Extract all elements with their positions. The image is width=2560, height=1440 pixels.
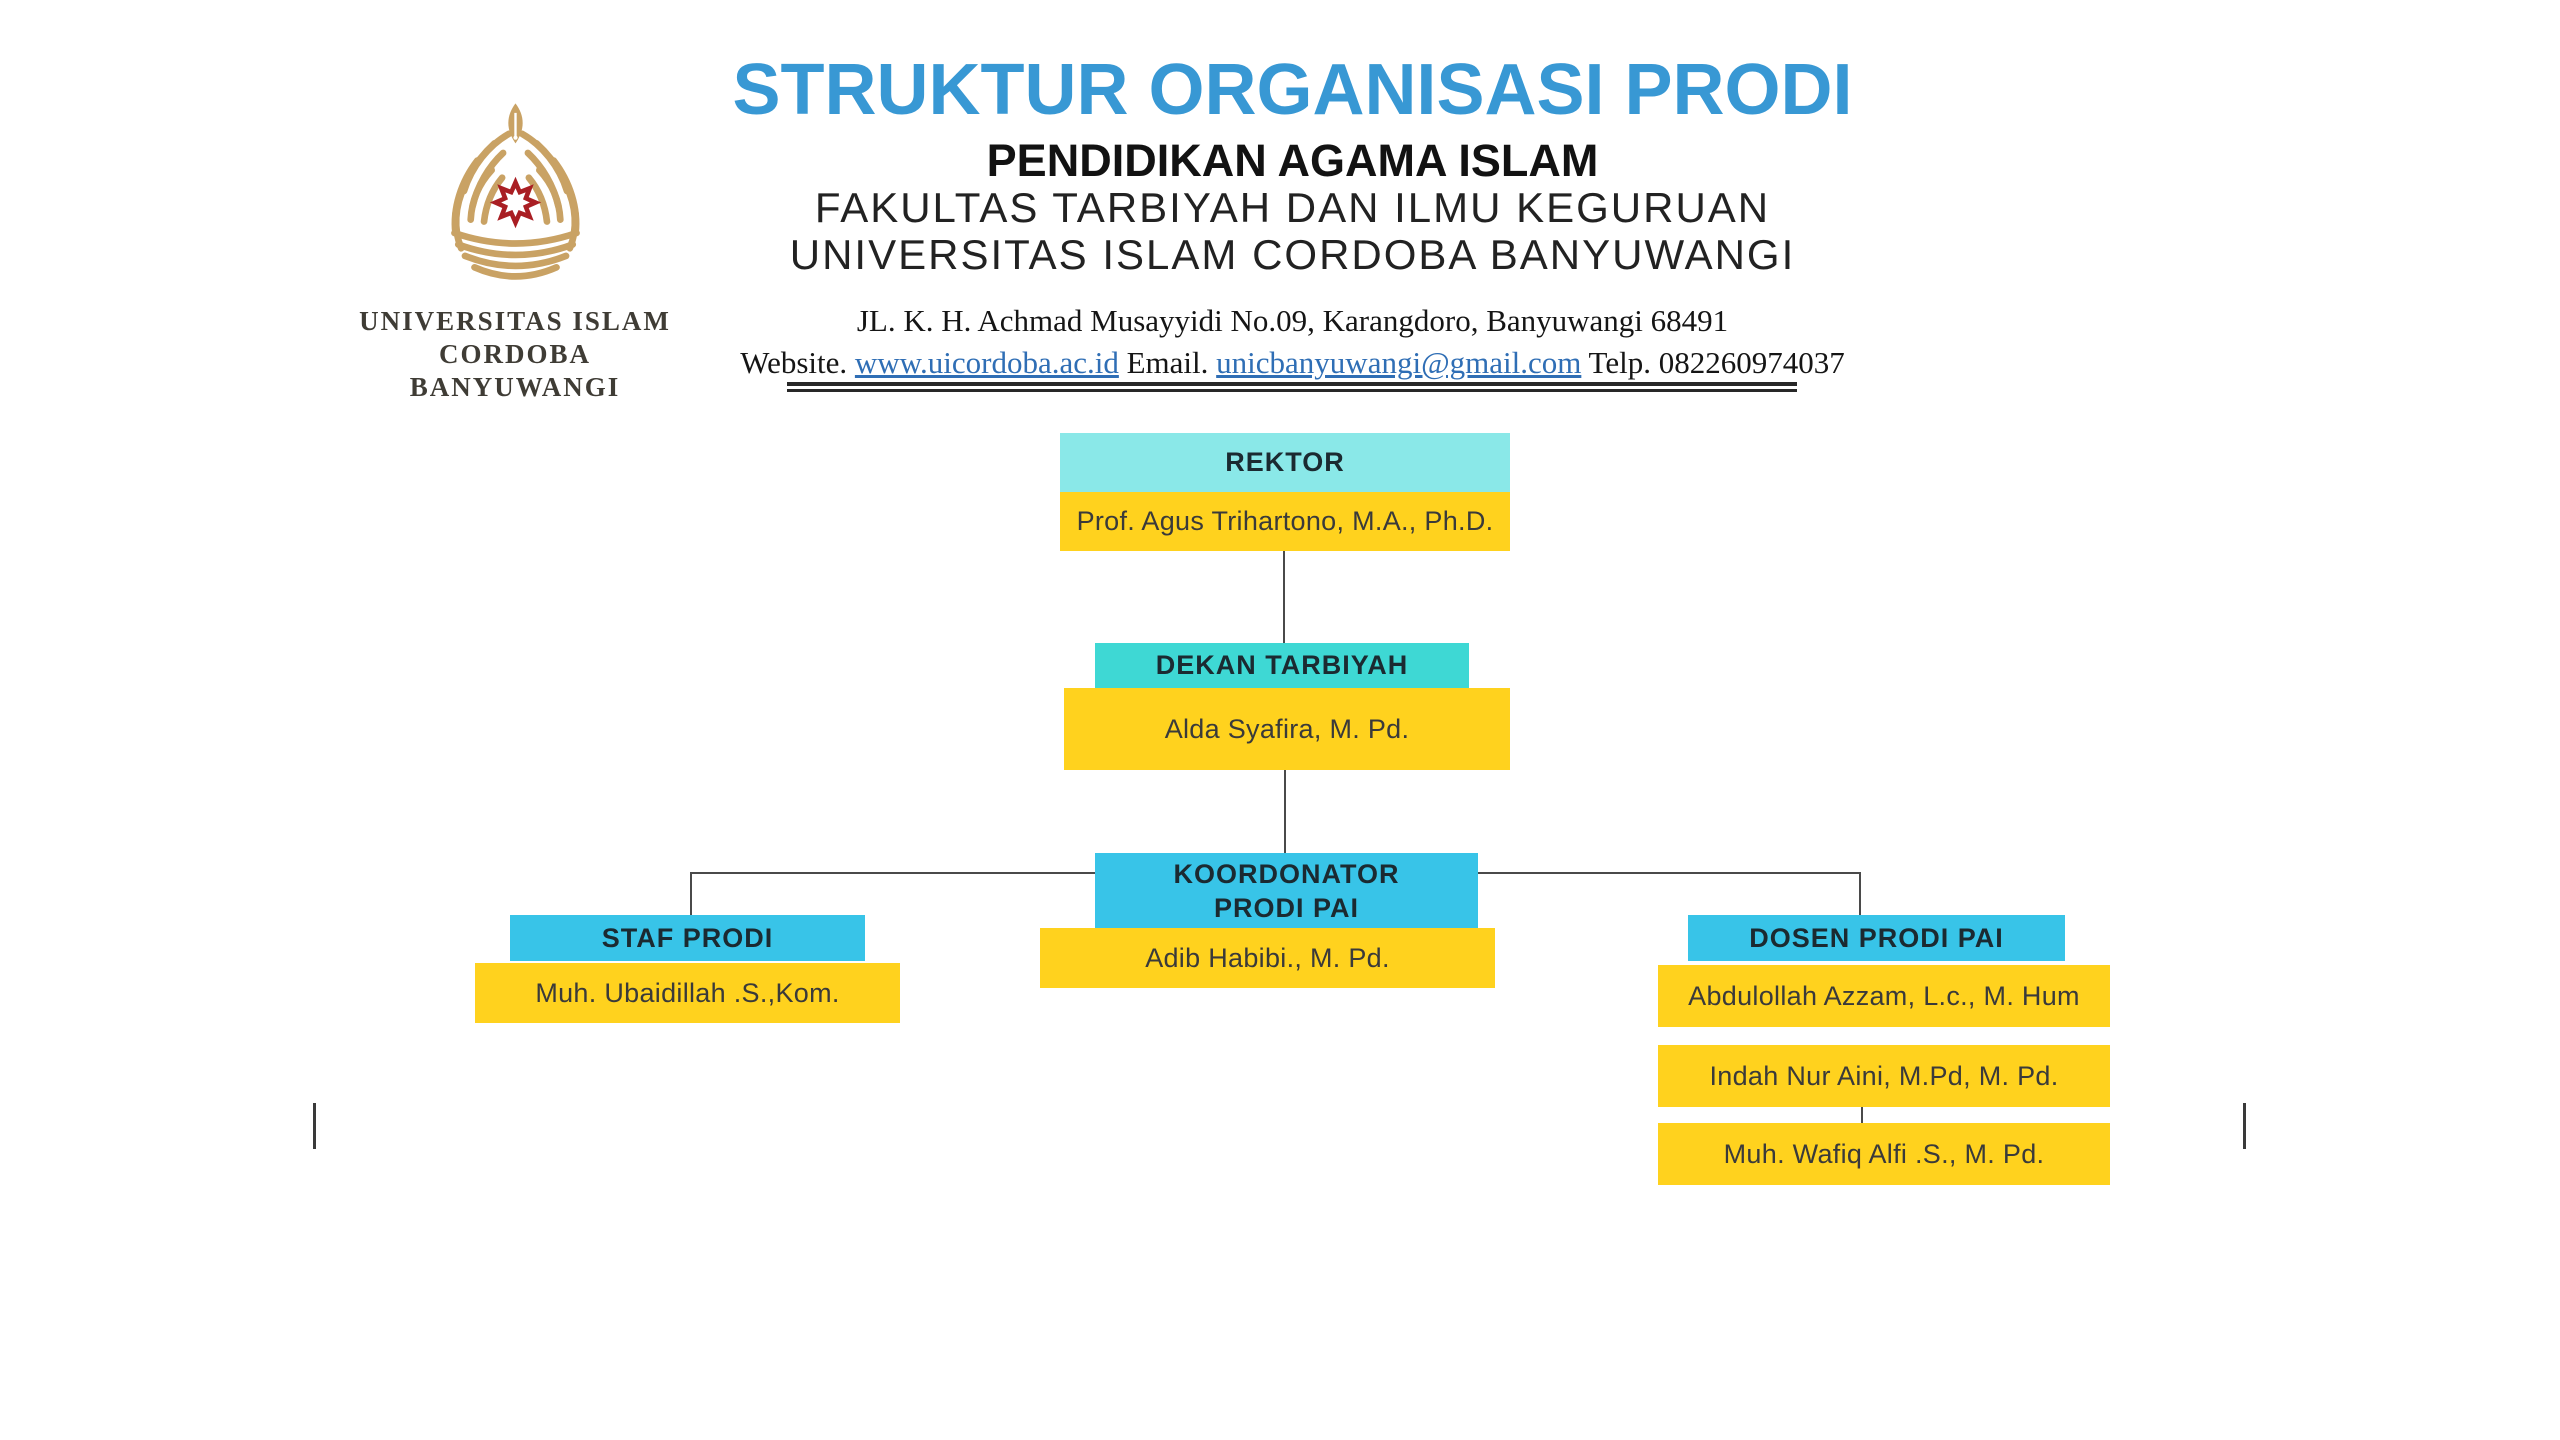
email-label: Email. (1126, 345, 1209, 380)
program-name: PENDIDIKAN AGAMA ISLAM (986, 135, 1599, 186)
email-link[interactable]: unicbanyuwangi@gmail.com (1216, 345, 1582, 380)
node-staf-name: Muh. Ubaidillah .S.,Kom. (475, 963, 900, 1023)
node-dekan-title: DEKAN TARBIYAH (1095, 643, 1469, 688)
phone-number: 082260974037 (1658, 345, 1845, 380)
connector-horizontal-right (1478, 872, 1861, 874)
phone-label: Telp. (1588, 345, 1651, 380)
node-koordinator-title: KOORDONATOR PRODI PAI (1095, 853, 1478, 928)
node-dosen-member-3: Muh. Wafiq Alfi .S., M. Pd. (1658, 1123, 2110, 1185)
node-dosen-title: DOSEN PRODI PAI (1688, 915, 2065, 961)
node-rektor-name: Prof. Agus Trihartono, M.A., Ph.D. (1060, 492, 1510, 551)
right-edge-mark (2243, 1103, 2246, 1149)
university-logo: UNIVERSITAS ISLAM CORDOBA BANYUWANGI (352, 90, 678, 404)
connector-elbow-staf (690, 872, 692, 915)
left-edge-mark (313, 1103, 316, 1149)
node-koordinator-name: Adib Habibi., M. Pd. (1040, 928, 1495, 988)
koordinator-title-line2: PRODI PAI (1213, 892, 1359, 923)
address-line: JL. K. H. Achmad Musayyidi No.09, Karang… (856, 303, 1729, 338)
contact-line: Website. www.uicordoba.ac.id Email. unic… (700, 345, 1885, 381)
website-link[interactable]: www.uicordoba.ac.id (854, 345, 1119, 380)
connector-rektor-dekan (1283, 551, 1285, 643)
node-dosen-member-1: Abdulollah Azzam, L.c., M. Hum (1658, 965, 2110, 1027)
university-name-line2: CORDOBA BANYUWANGI (409, 339, 621, 402)
page-title: STRUKTUR ORGANISASI PRODI (732, 50, 1853, 130)
connector-dekan-koordinator (1284, 770, 1286, 853)
website-label: Website. (740, 345, 848, 380)
university-crest-icon (450, 103, 580, 280)
connector-elbow-dosen (1859, 872, 1861, 915)
university-name-line1: UNIVERSITAS ISLAM (359, 306, 671, 336)
university-name: UNIVERSITAS ISLAM CORDOBA BANYUWANGI (352, 305, 678, 404)
connector-dosen-list (1861, 1107, 1863, 1123)
node-dosen-member-2: Indah Nur Aini, M.Pd, M. Pd. (1658, 1045, 2110, 1107)
faculty-name: FAKULTAS TARBIYAH DAN ILMU KEGURUAN (814, 184, 1771, 231)
university-title: UNIVERSITAS ISLAM CORDOBA BANYUWANGI (789, 231, 1796, 278)
node-dekan-name: Alda Syafira, M. Pd. (1064, 688, 1510, 770)
connector-horizontal-left (690, 872, 1095, 874)
node-staf-title: STAF PRODI (510, 915, 865, 961)
koordinator-title-line1: KOORDONATOR (1173, 858, 1400, 889)
letterhead-divider (787, 382, 1797, 392)
node-rektor-title: REKTOR (1060, 433, 1510, 492)
